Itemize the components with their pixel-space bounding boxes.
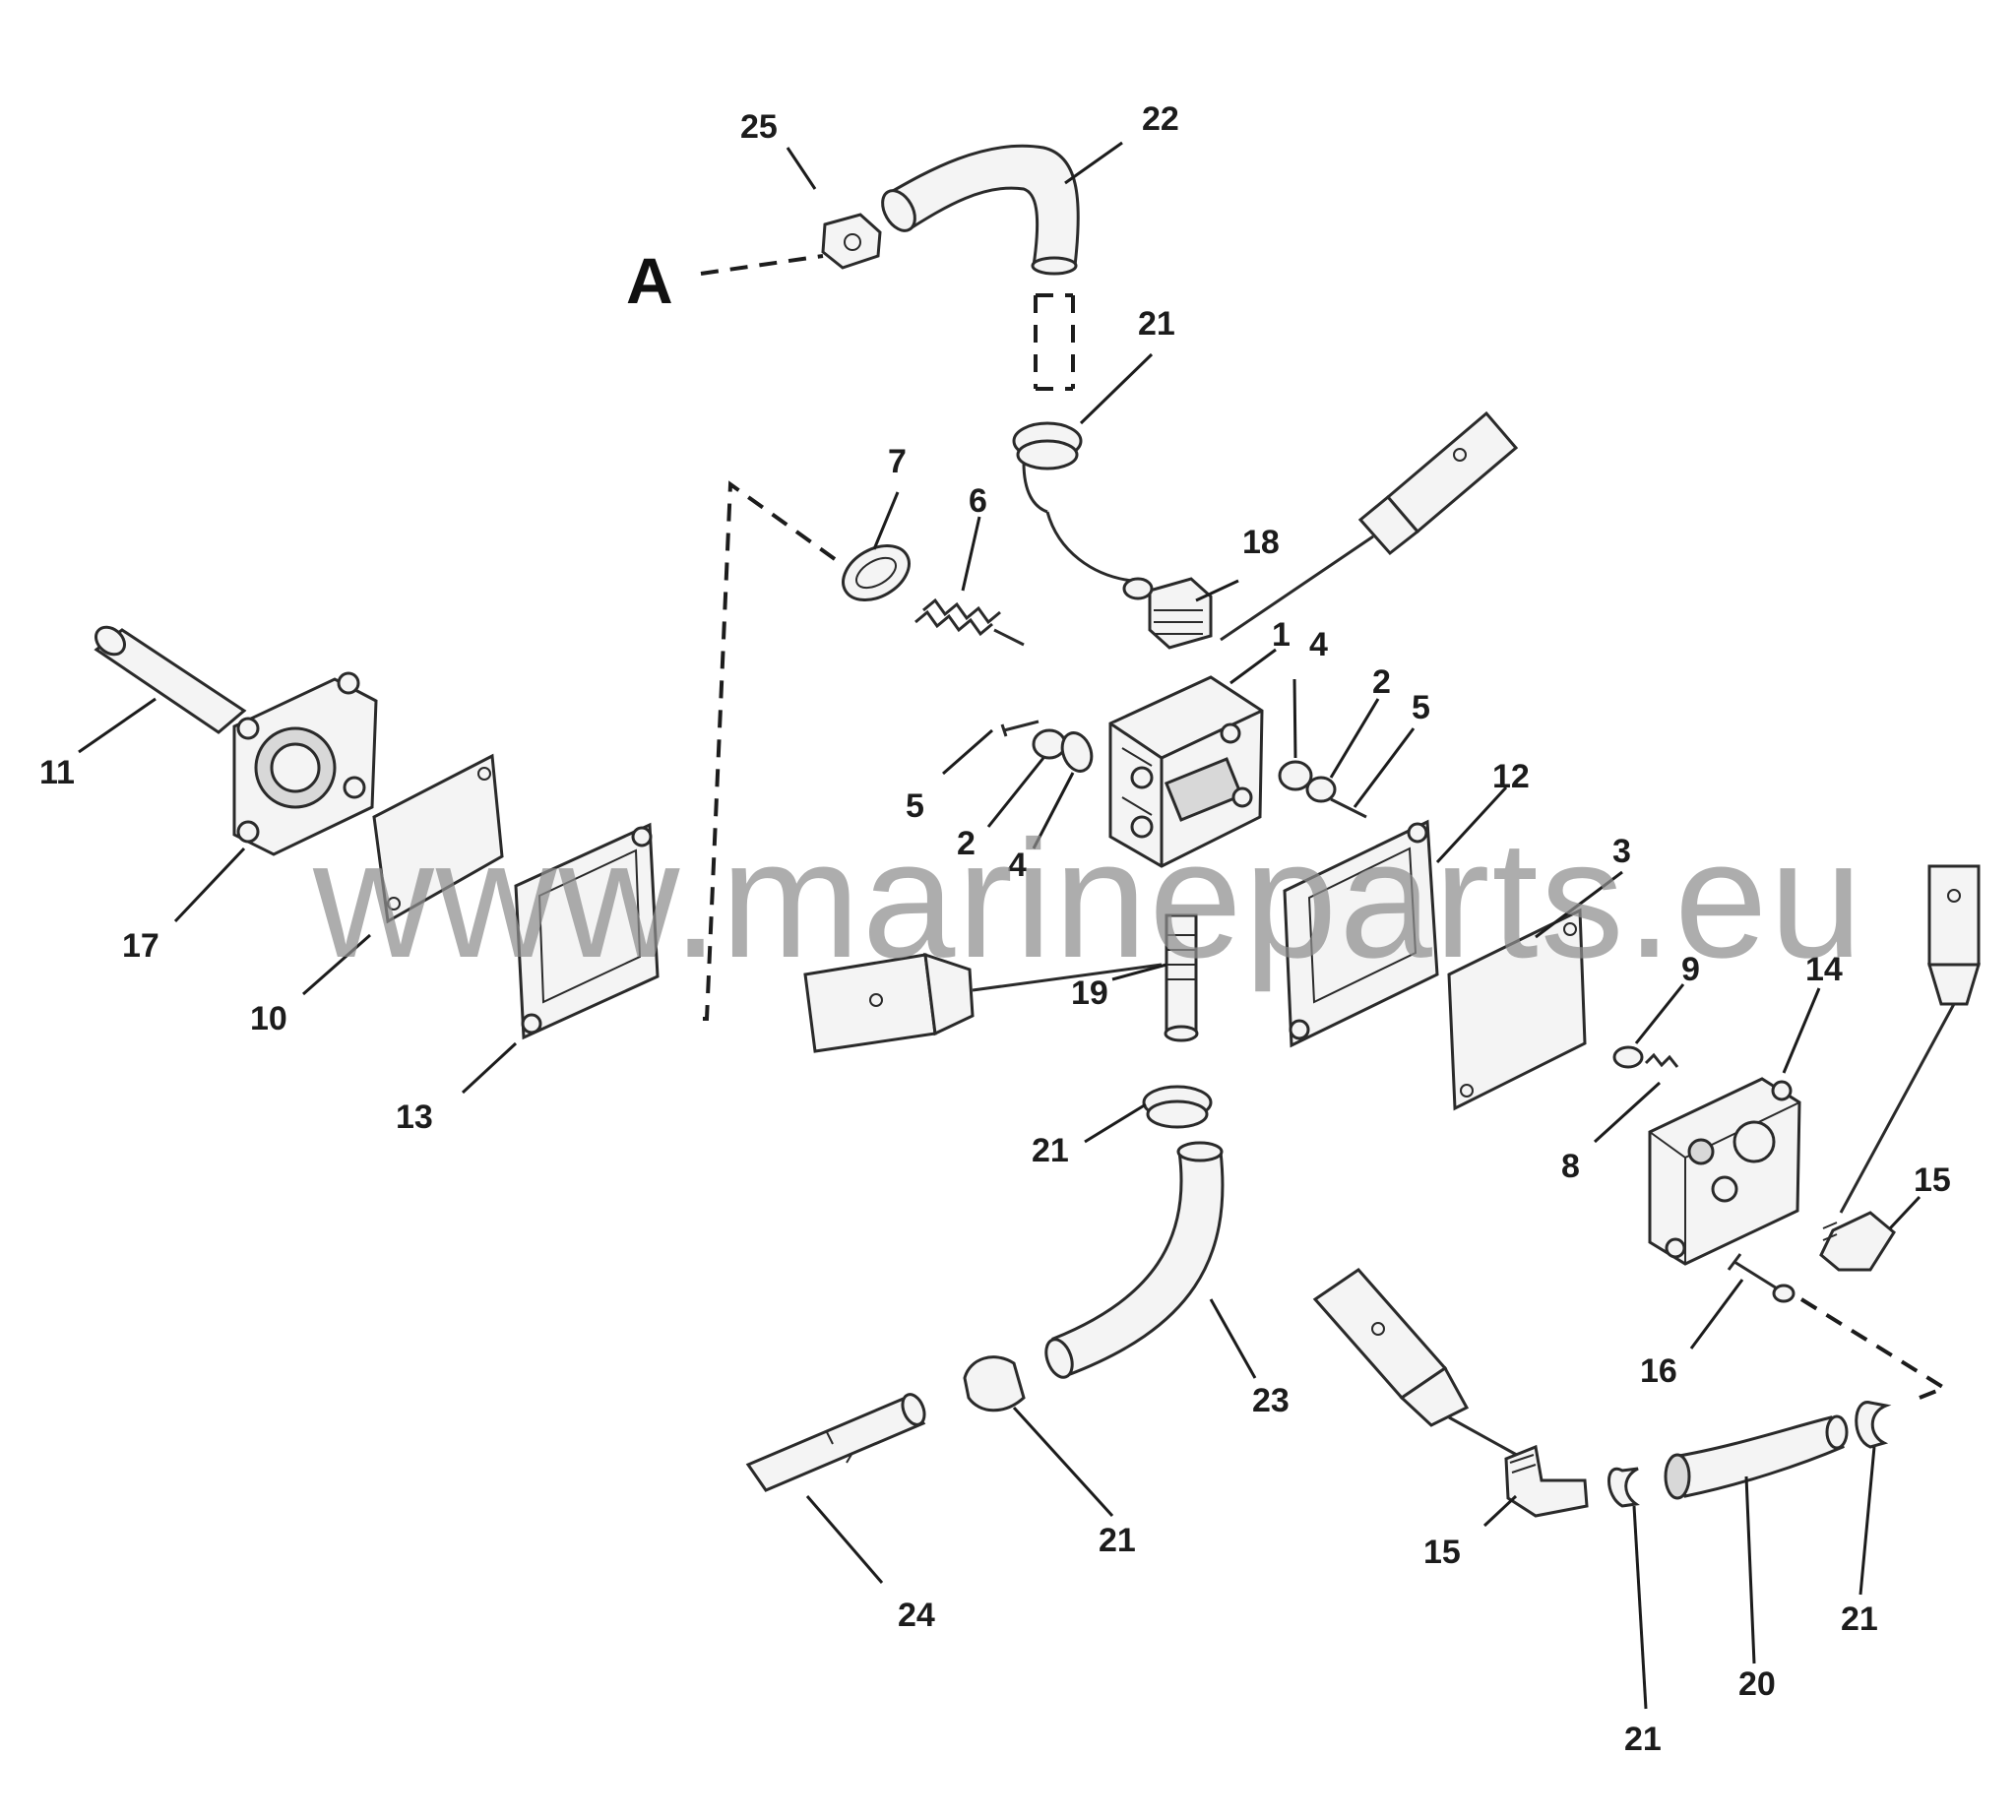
part-17-cover-left xyxy=(232,671,378,856)
part-2-valve-left xyxy=(1032,728,1067,760)
part-21-clamp-mid xyxy=(1142,1085,1213,1129)
part-24-pin xyxy=(745,1393,926,1492)
callout-14: 14 xyxy=(1805,951,1843,988)
reference-marker-a: A xyxy=(626,244,673,317)
callout-5-left: 5 xyxy=(906,787,924,825)
part-5-screw-right xyxy=(1330,797,1367,819)
callout-21-low: 21 xyxy=(1099,1522,1136,1559)
callout-4: 4 xyxy=(1309,626,1328,663)
watermark: www.marineparts.eu xyxy=(312,806,1864,993)
part-21-clamp-upper xyxy=(1012,421,1083,514)
callout-21: 21 xyxy=(1138,305,1175,343)
part-18-fitting xyxy=(1122,577,1213,650)
callout-11: 11 xyxy=(39,754,75,791)
part-25-fitting xyxy=(821,213,882,270)
callout-2-left: 2 xyxy=(957,825,976,862)
part-11-pin xyxy=(94,625,247,734)
callout-17: 17 xyxy=(122,927,159,965)
callout-1: 1 xyxy=(1272,616,1291,654)
callout-15-low: 15 xyxy=(1423,1534,1461,1571)
callout-24: 24 xyxy=(898,1597,935,1634)
callout-22: 22 xyxy=(1142,100,1179,138)
callout-16: 16 xyxy=(1640,1352,1677,1390)
assembly-line-right xyxy=(1799,1297,1949,1400)
sealant-tube-upper xyxy=(1220,410,1519,642)
callout-13: 13 xyxy=(396,1098,433,1136)
callout-15: 15 xyxy=(1914,1161,1951,1199)
part-12-gasket xyxy=(1283,819,1439,1048)
part-23-hose xyxy=(1044,1141,1225,1379)
part-7-oring xyxy=(842,544,911,601)
sealant-tube-lower xyxy=(1312,1268,1525,1461)
leader-lines xyxy=(78,141,1922,1710)
callout-18: 18 xyxy=(1242,524,1280,561)
part-4-washer-right xyxy=(1278,760,1313,791)
part-1-pump-body xyxy=(1108,675,1264,868)
callout-5: 5 xyxy=(1412,689,1430,726)
sealant-tube-right xyxy=(1839,864,1982,1214)
callout-20: 20 xyxy=(1738,1665,1776,1703)
part-22-hose xyxy=(881,144,1080,276)
callout-9: 9 xyxy=(1681,951,1700,988)
part-15-elbow-lower xyxy=(1504,1444,1589,1518)
part-9-washer xyxy=(1612,1045,1644,1069)
part-14-cover-right xyxy=(1648,1077,1801,1266)
callout-6: 6 xyxy=(969,482,987,520)
part-13-gasket xyxy=(514,822,660,1040)
part-2-valve-right xyxy=(1305,776,1337,803)
part-20-hose xyxy=(1664,1414,1849,1500)
sealant-tube-center xyxy=(803,952,1163,1053)
part-15-elbow-upper xyxy=(1819,1211,1896,1272)
callout-8: 8 xyxy=(1561,1148,1580,1185)
callout-3: 3 xyxy=(1612,833,1631,870)
callout-25: 25 xyxy=(740,108,778,146)
assembly-line-left xyxy=(695,480,837,1021)
part-8-screw xyxy=(1644,1052,1679,1068)
callout-23: 23 xyxy=(1252,1382,1290,1419)
part-21-clamp-lower-mid xyxy=(1607,1467,1640,1508)
callout-2: 2 xyxy=(1372,663,1391,701)
part-21-clamp-lower-right xyxy=(1855,1401,1892,1449)
fuel-line-upper xyxy=(1045,511,1133,583)
part-3-diaphragm xyxy=(1447,908,1587,1111)
part-10-diaphragm xyxy=(372,753,504,924)
hidden-hose-line xyxy=(1034,293,1075,391)
part-5-screw-left xyxy=(1000,720,1040,737)
part-19-fitting xyxy=(1164,913,1199,1042)
callout-12: 12 xyxy=(1492,758,1530,795)
part-6-spring xyxy=(914,597,1025,647)
part-16-screw xyxy=(1727,1253,1796,1303)
callout-19: 19 xyxy=(1071,974,1108,1012)
callout-7: 7 xyxy=(888,443,907,480)
callout-21-mid: 21 xyxy=(1032,1132,1069,1169)
callout-4-left: 4 xyxy=(1008,847,1027,884)
callout-10: 10 xyxy=(250,1000,287,1037)
callout-21-bl: 21 xyxy=(1624,1721,1662,1758)
part-4-washer-left xyxy=(1060,731,1094,773)
part-21-clamp-lower-left xyxy=(963,1355,1026,1412)
callout-21-br: 21 xyxy=(1841,1600,1878,1638)
